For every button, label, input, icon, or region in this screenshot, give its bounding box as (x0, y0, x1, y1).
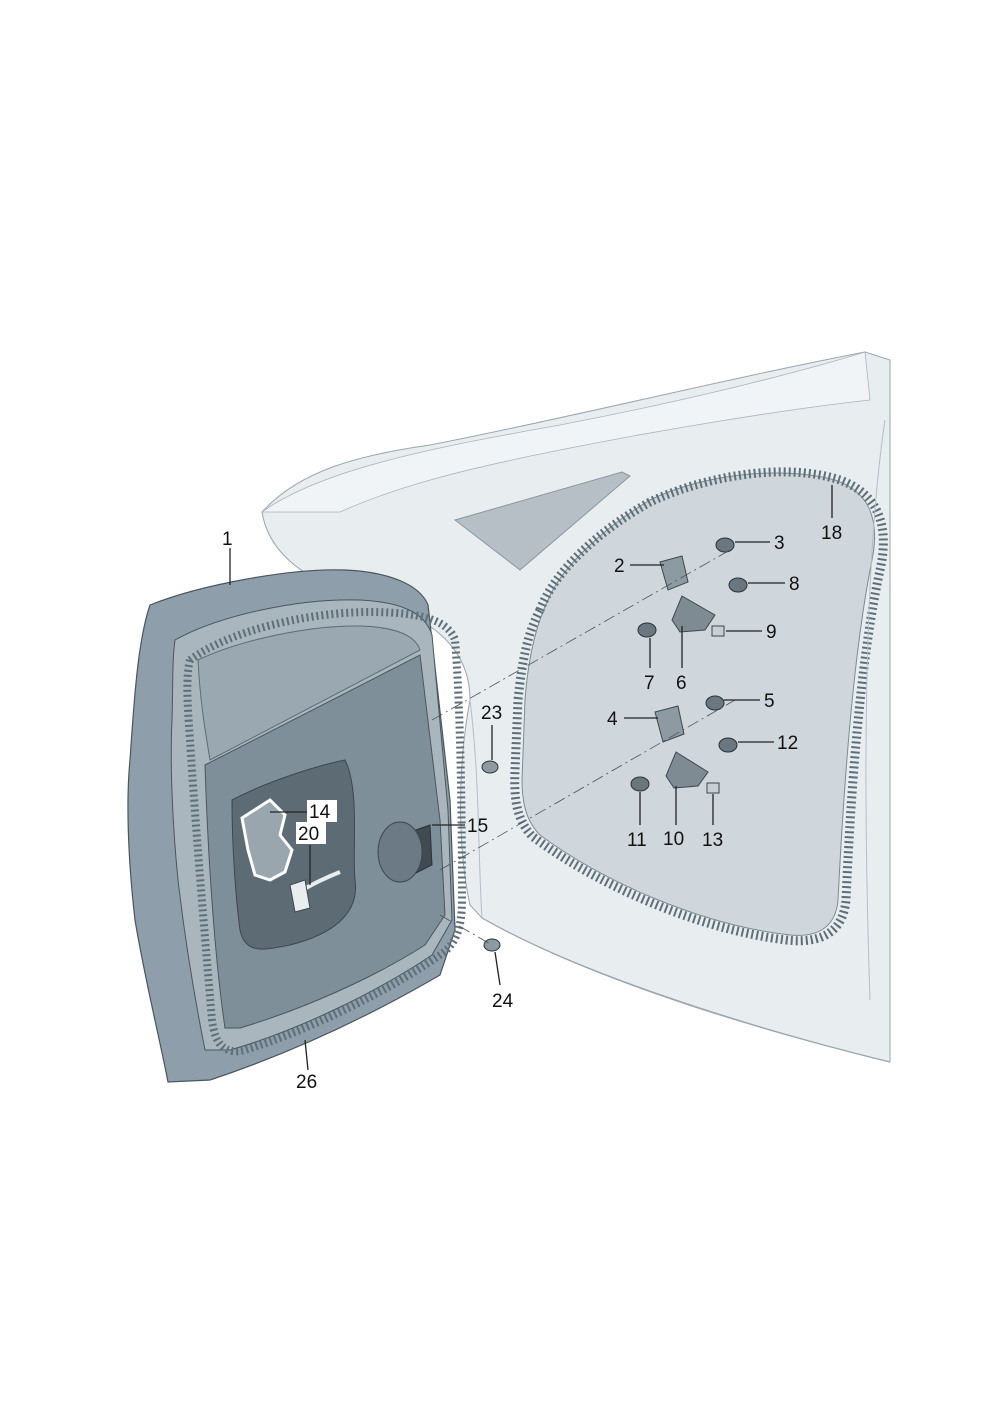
callout-13: 13 (702, 830, 723, 851)
callout-14: 14 (309, 802, 331, 823)
callout-15: 15 (467, 816, 488, 837)
pillar-line (469, 699, 483, 919)
alignment-lines (431, 549, 736, 946)
bolt-12 (718, 737, 738, 753)
leader-26 (304, 1039, 309, 1071)
callout-20: 20 (298, 824, 319, 845)
door-assembly (127, 569, 467, 1083)
door-opening-seal (510, 467, 888, 946)
callout-5: 5 (764, 691, 775, 712)
upper-hinge-part-2 (659, 555, 689, 591)
bolt-7 (637, 622, 657, 638)
callout-14-bg (307, 800, 337, 822)
callout-26: 26 (296, 1072, 317, 1093)
callout-7: 7 (644, 673, 655, 694)
callout-12: 12 (777, 733, 798, 754)
bolt-5 (705, 695, 725, 711)
bolt-23 (481, 760, 499, 774)
callout-3: 3 (774, 533, 785, 554)
car-body (260, 351, 891, 1063)
rear-glass (453, 471, 631, 571)
door-seal (183, 607, 467, 1056)
lower-hinge-part-4 (654, 705, 685, 743)
foam-pad (240, 798, 294, 882)
callout-9: 9 (766, 622, 777, 643)
callout-23: 23 (481, 703, 502, 724)
body-lower-edge (481, 917, 891, 1063)
callout-labels: 1 2 3 4 5 6 7 8 9 10 11 12 13 14 15 18 2… (222, 523, 842, 1093)
callout-8: 8 (789, 574, 800, 595)
bolt-3 (715, 537, 735, 553)
leader-24 (494, 951, 501, 986)
upper-hinge-part-6 (671, 595, 716, 633)
bolt-8 (728, 577, 748, 593)
callout-2: 2 (614, 556, 625, 577)
speaker-recess (377, 821, 423, 883)
roof-top-surface (260, 351, 871, 513)
bushing-9 (711, 625, 725, 637)
callout-11: 11 (627, 830, 647, 851)
alignment-line-upper (431, 549, 731, 721)
callout-1: 1 (222, 529, 233, 550)
check-strap-20 (289, 879, 311, 913)
hardware (289, 537, 748, 952)
bushing-13 (706, 782, 720, 794)
callout-6: 6 (676, 673, 687, 694)
callout-18: 18 (821, 523, 842, 544)
leader-lines (229, 485, 833, 1071)
door-window-opening (197, 625, 421, 761)
callout-4: 4 (607, 709, 618, 730)
callout-10: 10 (663, 829, 684, 850)
alignment-line-lower (439, 699, 736, 871)
callout-20-bg (296, 822, 326, 844)
door-opening-panel (521, 472, 876, 936)
alignment-line-bolt-24 (439, 914, 493, 946)
body-crease (865, 419, 886, 1001)
bolt-11 (630, 776, 650, 792)
lower-hinge-part-10 (665, 751, 709, 789)
callout-24: 24 (492, 991, 514, 1012)
